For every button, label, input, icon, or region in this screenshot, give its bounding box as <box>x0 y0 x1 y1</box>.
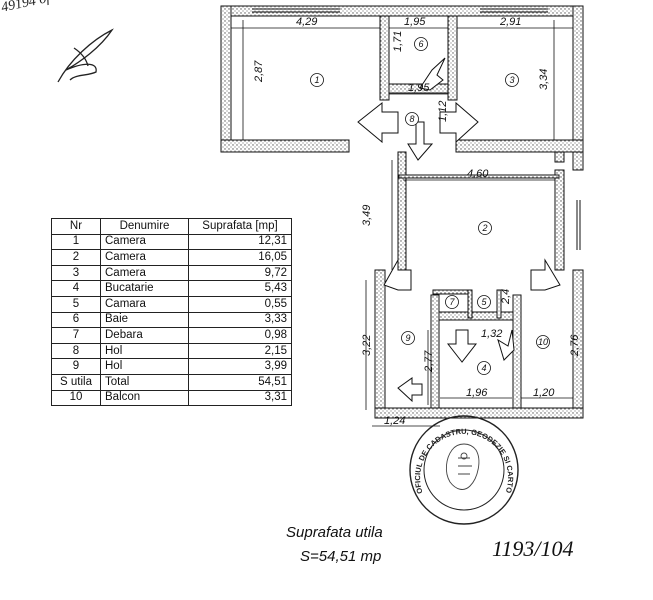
windows <box>252 8 581 250</box>
room-label-3: 3 <box>509 75 514 85</box>
table-cell-area: 3,33 <box>188 311 292 329</box>
room-label-8: 8 <box>409 114 414 124</box>
dim-lower-left-height: 3,22 <box>361 335 373 356</box>
walls-upper <box>220 5 584 171</box>
dim-mid-width: 4,60 <box>467 168 489 180</box>
table-header-name: Denumire <box>100 218 189 235</box>
room-label-5: 5 <box>481 297 487 307</box>
table-cell-nr: 6 <box>51 311 101 329</box>
table-cell-nr: 5 <box>51 295 101 313</box>
table-header-area: Suprafata [mp] <box>188 218 292 235</box>
table-cell-name: Baie <box>100 311 189 329</box>
table-cell-nr: 2 <box>51 249 101 266</box>
table-cell-area: 12,31 <box>188 233 292 251</box>
table-cell-area: 2,15 <box>188 342 292 360</box>
table-cell-nr: 1 <box>51 233 101 251</box>
table-cell-area: 3,99 <box>188 358 292 375</box>
room-label-1: 1 <box>314 75 319 85</box>
dim-bottom-left-width: 1,24 <box>384 415 405 427</box>
table-cell-area: 5,43 <box>188 280 292 297</box>
dimension-lines <box>231 20 584 427</box>
table-cell-name: Camera <box>100 233 189 251</box>
dim-pantry-height: 2,4 <box>500 289 512 305</box>
table-cell-nr: 7 <box>51 327 101 344</box>
dim-top-right-width: 2,91 <box>499 16 521 28</box>
room-label-7: 7 <box>449 297 455 307</box>
dim-kitchen-width: 1,96 <box>466 387 488 399</box>
table-cell-name: Balcon <box>100 389 189 407</box>
table-cell-nr: 4 <box>51 280 101 297</box>
table-header-nr: Nr <box>51 218 101 235</box>
dim-hall-height: 1,12 <box>437 101 449 122</box>
room-label-10: 10 <box>538 337 548 347</box>
room-label-2: 2 <box>481 223 487 233</box>
table-cell-name: Debara <box>100 327 189 344</box>
dim-hall9-height: 2,77 <box>423 350 435 373</box>
table-cell-nr: 9 <box>51 358 101 375</box>
table-cell-name: Total <box>100 373 189 391</box>
table-cell-nr: 8 <box>51 342 101 360</box>
dim-mid-left-height: 3,49 <box>361 205 373 226</box>
door-arrows <box>357 57 561 403</box>
room-label-6: 6 <box>418 39 423 49</box>
dim-top-left-width: 4,29 <box>296 16 317 28</box>
dim-pantry-width: 1,32 <box>481 328 502 340</box>
table-cell-area: 3,31 <box>188 389 292 407</box>
dim-bath-height: 1,71 <box>392 31 404 52</box>
table-header-row: Nr Denumire Suprafata [mp] <box>51 218 292 235</box>
dim-balcony-width: 1,20 <box>533 387 555 399</box>
dim-balcony-height: 2,76 <box>569 334 581 357</box>
table-cell-name: Camara <box>100 295 189 313</box>
signature-number: 1193/104 <box>492 536 574 561</box>
table-cell-name: Hol <box>100 358 189 375</box>
table-cell-area: 0,55 <box>188 295 292 313</box>
room-labels: 1 2 3 4 5 6 7 8 9 10 <box>314 39 548 373</box>
dim-bath-width: 1,95 <box>408 82 430 94</box>
room-markers <box>310 37 550 375</box>
table-cell-area: 54,51 <box>188 373 292 391</box>
handwritten-scribble <box>57 28 114 83</box>
table-cell-name: Bucatarie <box>100 280 189 297</box>
dim-top-mid-width: 1,95 <box>404 16 426 28</box>
table-cell-nr: S utila <box>51 373 101 391</box>
table-cell-name: Hol <box>100 342 189 360</box>
walls-lower <box>374 151 584 419</box>
dim-left-height: 2,87 <box>253 60 265 83</box>
table-cell-nr: 10 <box>51 389 101 407</box>
table-cell-area: 9,72 <box>188 264 292 282</box>
room-label-9: 9 <box>405 333 410 343</box>
table-cell-area: 0,98 <box>188 327 292 344</box>
table-cell-name: Camera <box>100 249 189 266</box>
caption-title: Suprafata utila <box>286 524 383 541</box>
room-label-4: 4 <box>481 363 486 373</box>
table-cell-name: Camera <box>100 264 189 282</box>
table-cell-area: 16,05 <box>188 249 292 266</box>
dim-right-height: 3,34 <box>538 69 550 90</box>
closets <box>432 289 502 319</box>
table-cell-nr: 3 <box>51 264 101 282</box>
caption-area: S=54,51 mp <box>300 548 382 565</box>
